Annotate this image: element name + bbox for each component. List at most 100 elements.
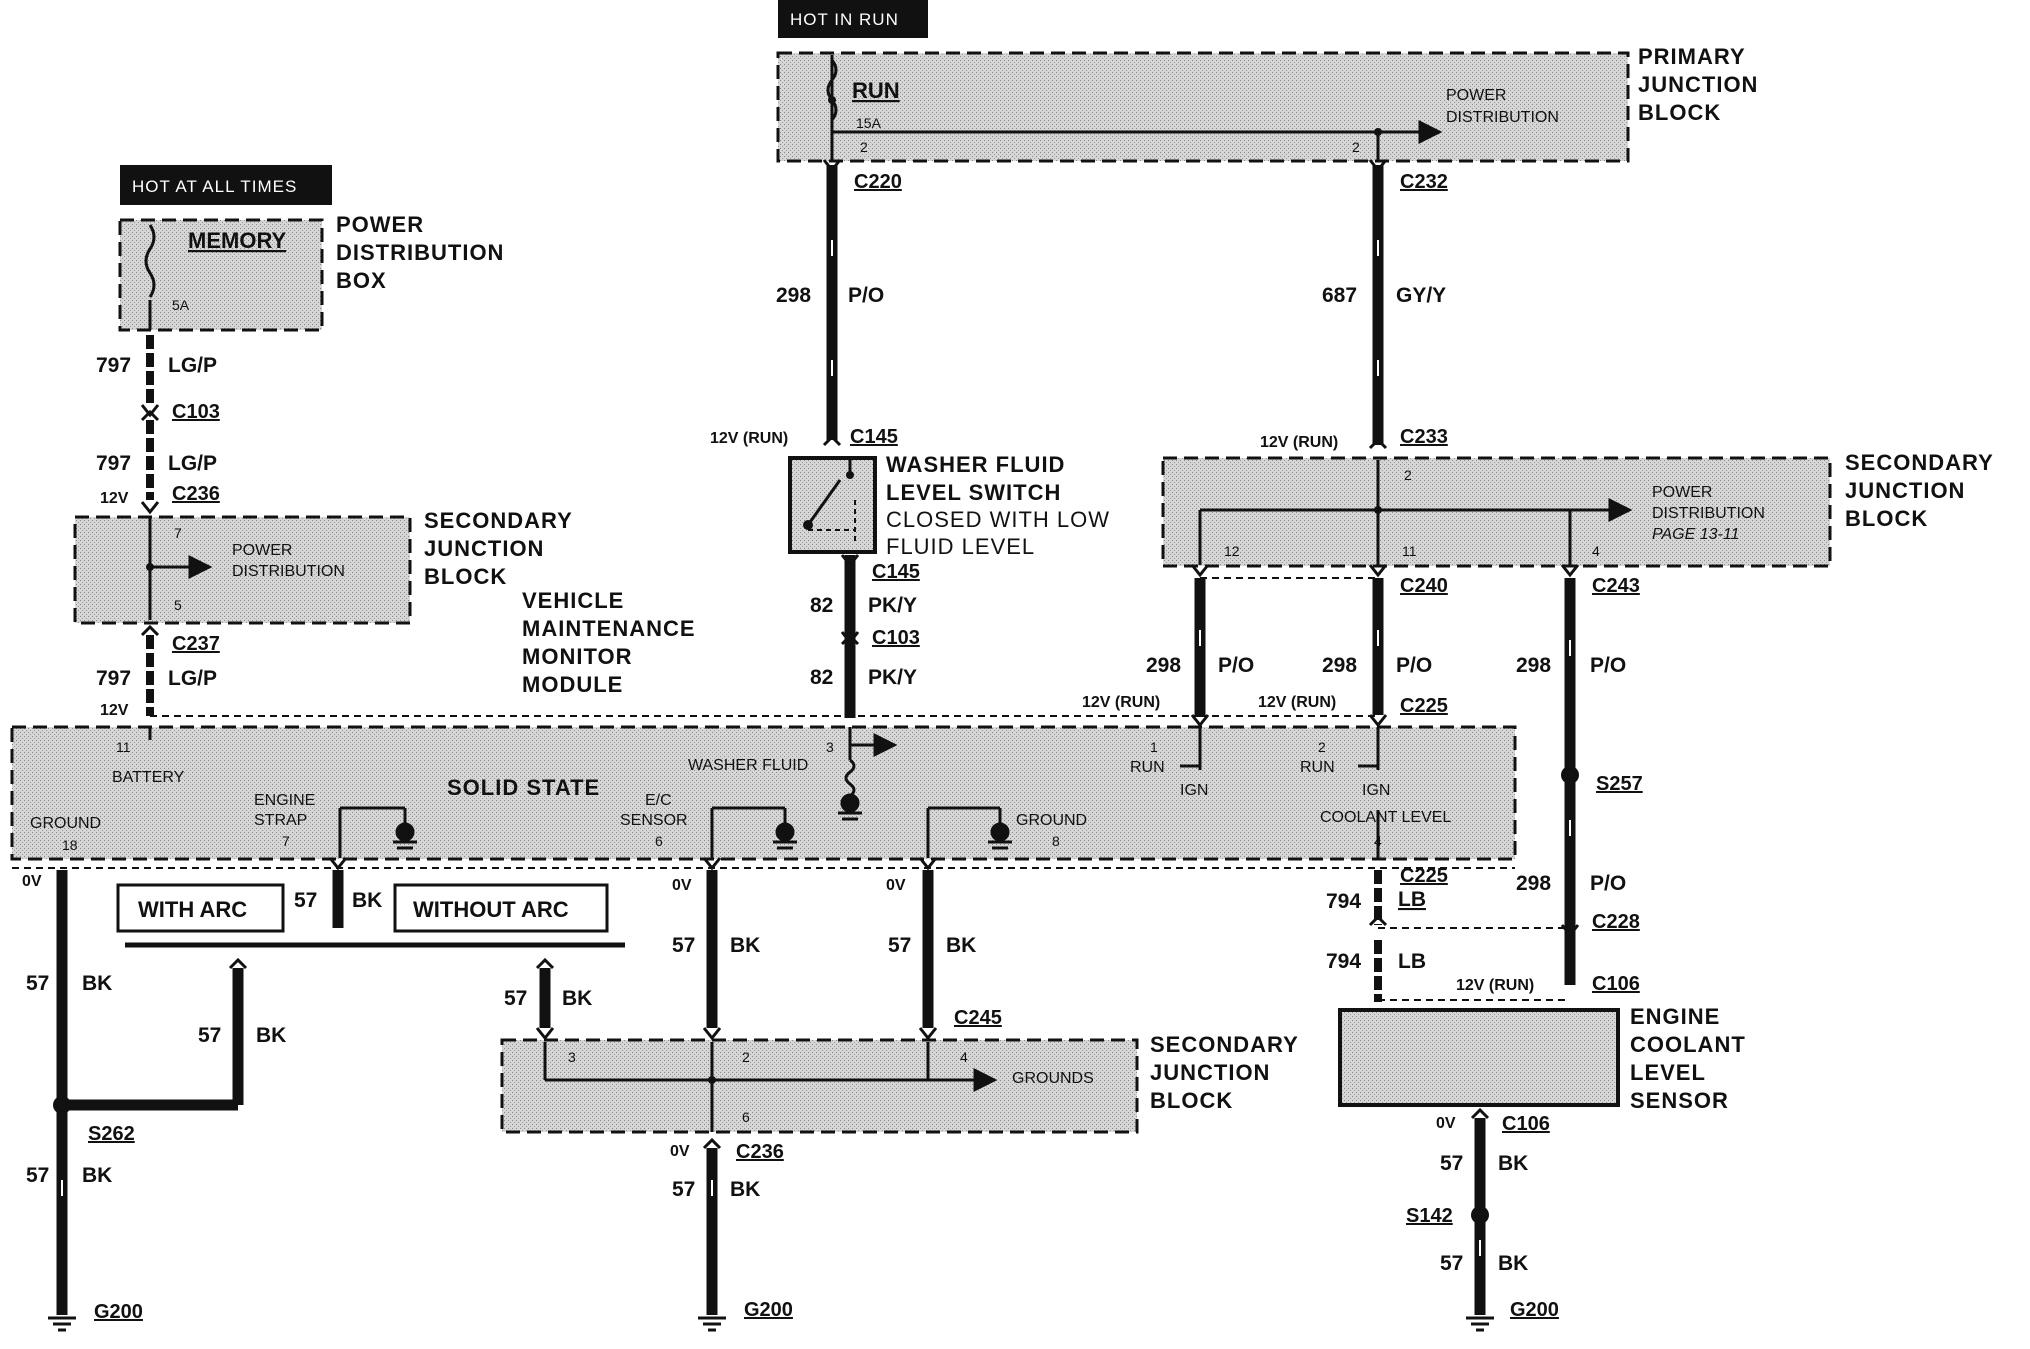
connector-c145: C145 [850, 426, 898, 448]
volt-c233: 12V (RUN) [1260, 434, 1338, 451]
wire-57-ec-color: BK [730, 934, 760, 957]
ecl-sensor-title-2: COOLANT [1630, 1032, 1746, 1057]
wire-82b-num: 82 [810, 666, 833, 689]
splice-s262: S262 [88, 1123, 135, 1145]
volt-0v-c236: 0V [670, 1143, 690, 1160]
sjb-bottom-title-2: JUNCTION [1150, 1060, 1270, 1085]
wire-298-r2-color: P/O [1590, 872, 1626, 895]
module-ground-strap [393, 822, 417, 850]
ecl-sensor-title-4: SENSOR [1630, 1088, 1729, 1113]
sjb-bottom-inner-1: GROUNDS [1012, 1070, 1094, 1087]
sjb-right-pin-11: 11 [1402, 543, 1417, 559]
connector-symbols [140, 159, 1580, 1150]
hot-at-all-times-label: HOT AT ALL TIMES [120, 165, 332, 205]
wire-298-r-color: P/O [1590, 654, 1626, 677]
wire-57-strap-color: BK [352, 889, 382, 912]
wire-298-m-num: 298 [1322, 654, 1357, 677]
sjb-right-inner-3: PAGE 13-11 [1652, 526, 1739, 543]
connector-c106: C106 [1592, 973, 1640, 995]
wire-57-ecl1-num: 57 [1440, 1152, 1463, 1175]
pdb-title-1: POWER [336, 212, 424, 237]
hot-in-run-label: HOT IN RUN [778, 0, 928, 38]
sjb-left-title-1: SECONDARY [424, 508, 573, 533]
washer-fluid-level-switch [788, 456, 877, 554]
primary-junction-block [776, 51, 1630, 163]
module-battery: BATTERY [112, 769, 185, 786]
wire-794b-color: LB [1398, 950, 1426, 973]
primary-jb-pin-2b: 2 [1352, 139, 1360, 155]
module-pin-3: 3 [826, 739, 834, 755]
ground-symbol-right [1466, 1316, 1494, 1332]
primary-jb-inner-1: POWER [1446, 87, 1506, 104]
ground-symbol-middle [698, 1316, 726, 1332]
module-ground-left: GROUND [30, 815, 101, 832]
connector-c225-b: C225 [1400, 865, 1448, 887]
wire-57-s262-num: 57 [26, 1164, 49, 1187]
wire-797b-num: 797 [96, 452, 131, 475]
wire-298-color: P/O [848, 284, 884, 307]
fuse-memory-rating: 5A [172, 297, 190, 313]
module-ign-2: IGN [1362, 782, 1390, 799]
wire-797a-color: LG/P [168, 354, 217, 377]
connector-c225: C225 [1400, 695, 1448, 717]
vmm-title-3: MONITOR [522, 644, 632, 669]
volt-c225-a: 12V (RUN) [1082, 694, 1160, 711]
pdb-title-2: DISTRIBUTION [336, 240, 504, 265]
module-engine: ENGINE [254, 792, 315, 809]
sjb-left-inner-1: POWER [232, 542, 292, 559]
sjb-bottom-title-1: SECONDARY [1150, 1032, 1299, 1057]
wire-298-r-num: 298 [1516, 654, 1551, 677]
module-strap: STRAP [254, 812, 307, 829]
sjb-left-inner-2: DISTRIBUTION [232, 563, 345, 580]
vehicle-maintenance-monitor-module [10, 725, 1517, 861]
module-ground-right: GROUND [1016, 812, 1087, 829]
washer-switch-title-2: LEVEL SWITCH [886, 480, 1061, 505]
secondary-junction-block-left [73, 515, 412, 625]
sjb-bottom-pin-3: 3 [568, 1049, 576, 1065]
module-pin-7: 7 [282, 833, 290, 849]
primary-jb-title-2: JUNCTION [1638, 72, 1758, 97]
wire-57-gnd-color: BK [946, 934, 976, 957]
sjb-bottom-pin-2: 2 [742, 1049, 750, 1065]
wire-57-left-color: BK [82, 972, 112, 995]
primary-jb-inner-2: DISTRIBUTION [1446, 109, 1559, 126]
module-ign-1: IGN [1180, 782, 1208, 799]
module-pin-2: 2 [1318, 739, 1326, 755]
wire-298-num: 298 [776, 284, 811, 307]
ground-symbols [48, 793, 1494, 1332]
splice-dots [53, 96, 1579, 1224]
sjb-left-pin-5: 5 [174, 597, 182, 613]
sjb-bottom-pin-6: 6 [742, 1109, 750, 1125]
ecl-sensor-title-1: ENGINE [1630, 1004, 1720, 1029]
wire-82a-num: 82 [810, 594, 833, 617]
connector-c220: C220 [854, 171, 902, 193]
volt-c145: 12V (RUN) [710, 430, 788, 447]
wire-57-without-color: BK [562, 987, 592, 1010]
module-washer-fluid: WASHER FLUID [688, 757, 808, 774]
wire-57-s262-color: BK [82, 1164, 112, 1187]
connector-c233: C233 [1400, 426, 1448, 448]
wire-57-ecl2-color: BK [1498, 1252, 1528, 1275]
module-ground-ec [773, 822, 797, 850]
wire-ticks [61, 240, 1571, 1256]
wire-lines [12, 55, 1633, 1315]
ground-g200-left: G200 [94, 1301, 143, 1323]
module-coolant-level: COOLANT LEVEL [1320, 809, 1451, 826]
wire-82b-color: PK/Y [868, 666, 917, 689]
connector-c245: C245 [954, 1007, 1002, 1029]
connector-c236-b: C236 [736, 1141, 784, 1163]
wire-82a-color: PK/Y [868, 594, 917, 617]
vmm-title-4: MODULE [522, 672, 623, 697]
volt-0v-c106: 0V [1436, 1115, 1456, 1132]
washer-switch-title-4: FLUID LEVEL [886, 534, 1035, 559]
sjb-left-pin-7: 7 [174, 525, 182, 541]
sjb-left-title-2: JUNCTION [424, 536, 544, 561]
engine-coolant-level-sensor [1338, 1008, 1620, 1107]
sjb-right-title-2: JUNCTION [1845, 478, 1965, 503]
primary-jb-title-3: BLOCK [1638, 100, 1721, 125]
sjb-bottom-pin-4: 4 [960, 1049, 968, 1065]
wire-687-color: GY/Y [1396, 284, 1446, 307]
connector-c232: C232 [1400, 171, 1448, 193]
wire-57-gnd-num: 57 [888, 934, 911, 957]
